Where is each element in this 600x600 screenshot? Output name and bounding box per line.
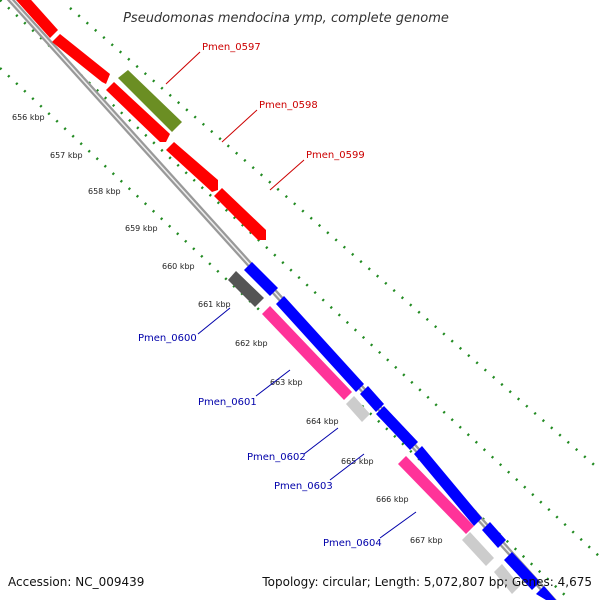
gene-arrow-reverse[interactable] — [414, 446, 482, 526]
leader-line — [255, 369, 291, 397]
gene-arrow-reverse[interactable] — [276, 296, 364, 392]
kbp-tick-labels: 656 kbp 657 kbp 658 kbp 659 kbp 660 kbp … — [12, 113, 443, 545]
gene-arrow-reverse[interactable] — [360, 386, 384, 412]
gene-arrow-forward[interactable] — [16, 0, 58, 38]
tick-label: 665 kbp — [341, 457, 374, 466]
tick-label: 662 kbp — [235, 339, 268, 348]
forward-strand-genes — [16, 0, 266, 240]
gene-label-reverse[interactable]: Pmen_0603 — [274, 481, 333, 492]
tick-label: 667 kbp — [410, 536, 443, 545]
tick-label: 659 kbp — [125, 224, 158, 233]
scale-line-outer — [69, 7, 600, 471]
gene-label-reverse[interactable]: Pmen_0600 — [138, 333, 197, 344]
tick-label: 657 kbp — [50, 151, 83, 160]
gene-label-reverse[interactable]: Pmen_0604 — [323, 538, 382, 549]
leader-line — [269, 159, 305, 191]
genome-summary-text: Topology: circular; Length: 5,072,807 bp… — [261, 575, 592, 589]
leader-line — [221, 109, 258, 143]
leader-line — [329, 453, 365, 481]
tick-label: 660 kbp — [162, 262, 195, 271]
reverse-strand-genes — [228, 262, 556, 600]
gene-arrow-forward[interactable] — [106, 82, 170, 142]
gene-label-forward[interactable]: Pmen_0597 — [202, 42, 261, 53]
tick-label: 666 kbp — [376, 495, 409, 504]
scale-line-middle — [0, 0, 600, 558]
leader-line — [165, 51, 201, 85]
gene-arrow-rna[interactable] — [262, 306, 352, 400]
gene-labels: Pmen_0597 Pmen_0598 Pmen_0599 Pmen_0600 … — [138, 42, 417, 549]
accession-text: Accession: NC_009439 — [8, 575, 144, 589]
gene-block-pseudo[interactable] — [462, 532, 494, 566]
gene-arrow-reverse[interactable] — [244, 262, 278, 296]
leader-line — [303, 427, 339, 455]
tick-label: 663 kbp — [270, 378, 303, 387]
leader-line — [379, 511, 417, 539]
gene-arrow-forward-highlighted[interactable] — [118, 70, 182, 132]
tick-label: 656 kbp — [12, 113, 45, 122]
gene-label-forward[interactable]: Pmen_0598 — [259, 100, 318, 111]
gene-arrow-forward[interactable] — [166, 142, 218, 192]
gene-label-forward[interactable]: Pmen_0599 — [306, 150, 365, 161]
gene-arrow-forward[interactable] — [214, 188, 266, 240]
leader-line — [197, 307, 231, 335]
gene-arrow-rna[interactable] — [398, 456, 474, 534]
tick-label: 664 kbp — [306, 417, 339, 426]
gene-arrow-reverse[interactable] — [482, 522, 506, 548]
tick-label: 658 kbp — [88, 187, 121, 196]
map-title: Pseudomonas mendocina ymp, complete geno… — [123, 11, 449, 26]
tick-label: 661 kbp — [198, 300, 231, 309]
gene-block-gray[interactable] — [228, 271, 264, 307]
gene-label-reverse[interactable]: Pmen_0601 — [198, 397, 257, 408]
gene-arrow-reverse[interactable] — [536, 586, 556, 600]
gene-label-reverse[interactable]: Pmen_0602 — [247, 452, 306, 463]
gene-block-pseudo[interactable] — [346, 396, 370, 422]
gene-arrow-reverse[interactable] — [504, 552, 540, 590]
gene-arrow-reverse[interactable] — [376, 406, 418, 450]
gene-block-pseudo[interactable] — [494, 564, 520, 594]
gene-arrow-forward[interactable] — [52, 34, 110, 84]
